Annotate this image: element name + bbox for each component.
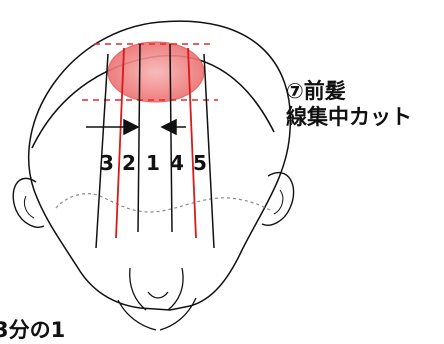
red-line-left — [115, 47, 125, 239]
head-outline — [28, 20, 292, 311]
section-line-outer-left — [95, 53, 109, 249]
red-section-lines — [115, 47, 197, 239]
section-number-4: 4 — [170, 151, 184, 175]
section-number-5: 5 — [193, 151, 207, 175]
section-line-center-right — [169, 43, 173, 233]
bottom-note: 3分の1 — [0, 318, 66, 342]
section-line-center-left — [137, 43, 141, 233]
caption: ⑦前髪 線集中カット — [286, 78, 412, 130]
caption-subtitle: 線集中カット — [286, 105, 412, 129]
caption-title: ⑦前髪 — [286, 79, 346, 103]
section-line-outer-right — [203, 53, 215, 249]
red-line-right — [187, 47, 197, 239]
left-ear — [12, 177, 45, 228]
inward-arrows — [86, 118, 186, 136]
chin-outline — [129, 267, 184, 311]
right-ear — [261, 171, 295, 226]
hairline-dotted — [55, 193, 271, 213]
head-diagram: 3 2 1 4 5 ⑦前髪 線集中カット 3分の1 — [0, 20, 412, 342]
section-number-2: 2 — [122, 151, 136, 175]
section-number-1: 1 — [146, 151, 160, 175]
left-arrow-head — [123, 118, 140, 136]
right-arrow-head — [160, 118, 177, 136]
section-number-3: 3 — [100, 151, 114, 175]
black-section-lines — [95, 43, 215, 249]
head-back-view-illustration: 3 2 1 4 5 — [12, 20, 295, 331]
bang-zone — [107, 41, 205, 103]
